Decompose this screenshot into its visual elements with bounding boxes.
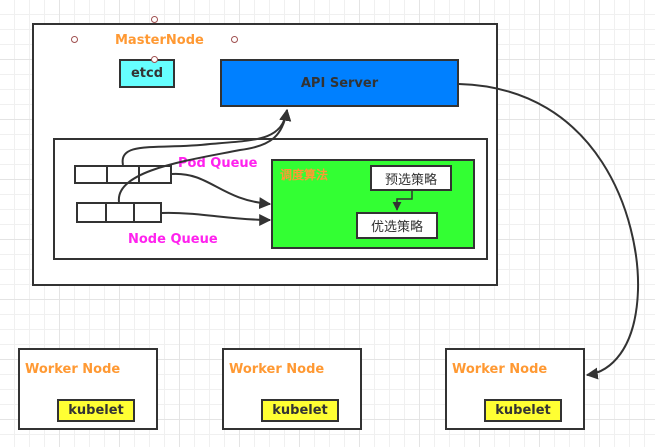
node-queue-slot[interactable] — [105, 202, 135, 223]
pod-queue-slot[interactable] — [138, 165, 172, 184]
predicate-policy-label: 预选策略 — [384, 172, 437, 188]
worker-node-3-kubelet[interactable]: kubelet — [484, 399, 562, 422]
node-queue-label: Node Queue — [128, 232, 218, 247]
kubelet-label: kubelet — [68, 403, 124, 418]
priority-policy-label: 优选策略 — [370, 220, 423, 235]
etcd-label: etcd — [130, 66, 164, 81]
scheduling-algorithm-label: 调度算法 — [280, 168, 329, 182]
selection-handle-top[interactable] — [151, 16, 158, 23]
kubelet-label: kubelet — [272, 403, 328, 418]
worker-node-2-title: Worker Node — [229, 362, 325, 377]
etcd-box[interactable]: etcd — [119, 59, 175, 88]
selection-handle-right[interactable] — [231, 36, 238, 43]
master-node-title: MasterNode — [115, 33, 204, 48]
predicate-policy-box[interactable]: 预选策略 — [370, 165, 452, 191]
selection-handle-left[interactable] — [71, 36, 78, 43]
priority-policy-box[interactable]: 优选策略 — [356, 212, 438, 239]
worker-node-3-title: Worker Node — [452, 362, 548, 377]
pod-queue-slot[interactable] — [106, 165, 140, 184]
node-queue-slot[interactable] — [76, 202, 107, 223]
kubelet-label: kubelet — [495, 403, 551, 418]
api-server-box[interactable]: API Server — [220, 59, 459, 107]
selection-handle-bottom[interactable] — [151, 56, 158, 63]
node-queue-slot[interactable] — [133, 202, 162, 223]
worker-node-1-title: Worker Node — [25, 362, 121, 377]
api-server-label: API Server — [300, 75, 379, 91]
pod-queue-label: Pod Queue — [178, 156, 258, 171]
worker-node-2-kubelet[interactable]: kubelet — [261, 399, 339, 422]
pod-queue-slot[interactable] — [74, 165, 108, 184]
worker-node-1-kubelet[interactable]: kubelet — [57, 399, 135, 422]
